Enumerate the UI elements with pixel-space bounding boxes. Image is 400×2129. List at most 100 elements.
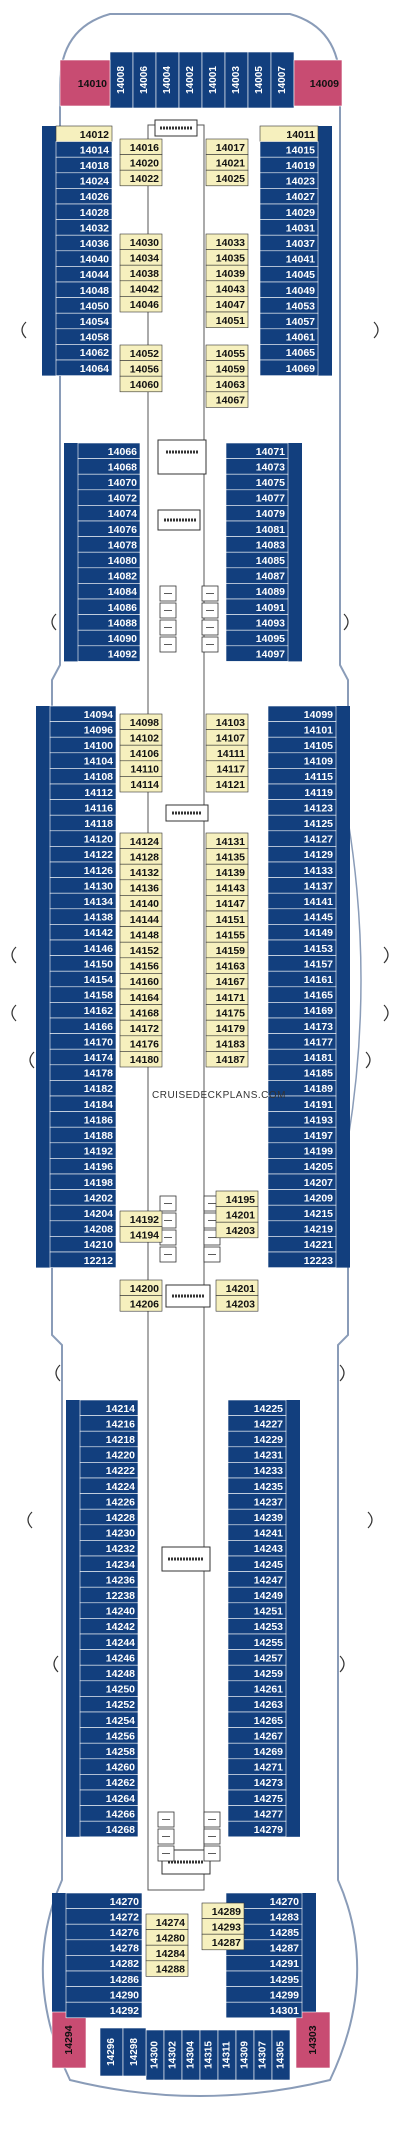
- port-cabin-14276-4-2[interactable]: 14276: [65, 1923, 143, 1941]
- stern-cabin-14315[interactable]: 14315: [199, 2029, 219, 2081]
- stbd-cabin-14065-0-14[interactable]: 14065: [259, 344, 319, 361]
- stbd-cabin-14157-2-16[interactable]: 14157: [267, 955, 337, 972]
- port-cabin-14186-2-26[interactable]: 14186: [49, 1111, 117, 1128]
- stbd-inside-cabin-14175-4-11[interactable]: 14175: [205, 1004, 249, 1021]
- port-cabin-14252-3-19[interactable]: 14252: [79, 1696, 139, 1713]
- port-inside-cabin-14098-3-0[interactable]: 14098: [119, 713, 163, 730]
- port-cabin-14162-2-19[interactable]: 14162: [49, 1002, 117, 1019]
- port-cabin-14094-2-0[interactable]: 14094: [49, 705, 117, 722]
- port-cabin-14192-2-28[interactable]: 14192: [49, 1142, 117, 1159]
- stbd-inside-cabin-14111-3-2[interactable]: 14111: [205, 744, 249, 762]
- port-cabin-14178-2-23[interactable]: 14178: [49, 1064, 117, 1081]
- stbd-cabin-14185-2-23[interactable]: 14185: [267, 1064, 337, 1081]
- stbd-cabin-14205-2-29[interactable]: 14205: [267, 1158, 337, 1175]
- stbd-cabin-14247-3-11[interactable]: 14247: [227, 1571, 287, 1588]
- port-inside-cabin-14180-4-14[interactable]: 14180: [119, 1051, 163, 1068]
- stbd-cabin-14243-3-9[interactable]: 14243: [227, 1540, 287, 1557]
- port-inside-cabin-14052-2-0[interactable]: 14052: [119, 344, 163, 361]
- port-cabin-14184-2-25[interactable]: 14184: [49, 1095, 117, 1112]
- stbd-cabin-14265-3-20[interactable]: 14265: [227, 1711, 287, 1728]
- stbd-cabin-14123-2-6[interactable]: 14123: [267, 799, 337, 816]
- port-inside-cabin-14206-6-1[interactable]: 14206: [119, 1295, 163, 1312]
- port-cabin-14270-4-0[interactable]: 14270: [65, 1892, 143, 1909]
- port-inside-cabin-14106-3-2[interactable]: 14106: [119, 744, 163, 762]
- stbd-inside-cabin-14017-0-0[interactable]: 14017: [205, 138, 249, 155]
- port-cabin-14130-2-11[interactable]: 14130: [49, 877, 117, 894]
- port-inside-cabin-14110-3-3[interactable]: 14110: [119, 760, 163, 777]
- stbd-cabin-14077-1-3[interactable]: 14077: [225, 489, 289, 506]
- port-inside-cabin-14160-4-9[interactable]: 14160: [119, 973, 163, 990]
- stbd-cabin-14237-3-6[interactable]: 14237: [227, 1493, 287, 1510]
- stbd-inside-cabin-14055-2-0[interactable]: 14055: [205, 344, 249, 361]
- stbd-inside-cabin-14051-1-5[interactable]: 14051: [205, 311, 249, 328]
- port-cabin-14076-1-5[interactable]: 14076: [77, 520, 141, 537]
- stbd-cabin-14191-2-25[interactable]: 14191: [267, 1095, 337, 1112]
- stbd-cabin-14207-2-30[interactable]: 14207: [267, 1173, 337, 1190]
- bow-cabin-14002[interactable]: 14002: [178, 51, 203, 109]
- stbd-cabin-14267-3-21[interactable]: 14267: [227, 1727, 287, 1744]
- stbd-cabin-14045-0-9[interactable]: 14045: [259, 266, 319, 283]
- port-cabin-14126-2-10[interactable]: 14126: [49, 861, 117, 878]
- port-inside-cabin-14020-0-1[interactable]: 14020: [119, 154, 163, 171]
- port-inside-cabin-14284-7-2[interactable]: 14284: [145, 1944, 189, 1962]
- stbd-cabin-14023-0-3[interactable]: 14023: [259, 172, 319, 189]
- port-cabin-14282-4-4[interactable]: 14282: [65, 1955, 143, 1972]
- port-cabin-14268-3-27[interactable]: 14268: [79, 1820, 139, 1838]
- stbd-cabin-12223-2-35[interactable]: 12223: [267, 1251, 337, 1268]
- stbd-cabin-14145-2-13[interactable]: 14145: [267, 908, 337, 925]
- stbd-cabin-14031-0-6[interactable]: 14031: [259, 219, 319, 236]
- port-cabin-14104-2-3[interactable]: 14104: [49, 752, 117, 769]
- stbd-cabin-14270-4-0[interactable]: 14270: [225, 1892, 303, 1909]
- port-cabin-14232-3-9[interactable]: 14232: [79, 1540, 139, 1557]
- stbd-inside-cabin-14179-4-12[interactable]: 14179: [205, 1019, 249, 1037]
- port-inside-cabin-14046-1-4[interactable]: 14046: [119, 296, 163, 313]
- stbd-cabin-14299-4-6[interactable]: 14299: [225, 1986, 303, 2003]
- port-inside-cabin-14030-1-0[interactable]: 14030: [119, 233, 163, 250]
- stbd-inside-cabin-14025-0-2[interactable]: 14025: [205, 169, 249, 187]
- port-cabin-14240-3-13[interactable]: 14240: [79, 1602, 139, 1619]
- port-cabin-14112-2-5[interactable]: 14112: [49, 783, 117, 800]
- port-cabin-14198-2-30[interactable]: 14198: [49, 1173, 117, 1190]
- stbd-cabin-14189-2-24[interactable]: 14189: [267, 1080, 337, 1097]
- stbd-inside-cabin-14203-6-1[interactable]: 14203: [215, 1295, 259, 1312]
- stbd-inside-cabin-14155-4-6[interactable]: 14155: [205, 926, 249, 943]
- stbd-cabin-14261-3-18[interactable]: 14261: [227, 1680, 287, 1697]
- port-cabin-14290-4-6[interactable]: 14290: [65, 1986, 143, 2003]
- stbd-inside-cabin-14163-4-8[interactable]: 14163: [205, 957, 249, 974]
- port-cabin-14196-2-29[interactable]: 14196: [49, 1158, 117, 1175]
- port-cabin-14122-2-9[interactable]: 14122: [49, 846, 117, 863]
- stern-suite-14294[interactable]: 14294: [51, 2011, 87, 2069]
- stbd-cabin-14241-3-8[interactable]: 14241: [227, 1524, 287, 1541]
- port-cabin-14062-0-14[interactable]: 14062: [55, 344, 113, 361]
- stbd-cabin-14275-3-25[interactable]: 14275: [227, 1789, 287, 1806]
- port-cabin-14024-0-3[interactable]: 14024: [55, 172, 113, 189]
- stbd-inside-cabin-14183-4-13[interactable]: 14183: [205, 1035, 249, 1052]
- stbd-cabin-14095-1-12[interactable]: 14095: [225, 629, 289, 647]
- stbd-cabin-14279-3-27[interactable]: 14279: [227, 1820, 287, 1838]
- bow-cabin-14001[interactable]: 14001: [201, 51, 226, 109]
- port-inside-cabin-14128-4-1[interactable]: 14128: [119, 848, 163, 865]
- port-cabin-14214-3-0[interactable]: 14214: [79, 1399, 139, 1416]
- stbd-inside-cabin-14047-1-4[interactable]: 14047: [205, 296, 249, 313]
- stbd-cabin-14083-1-6[interactable]: 14083: [225, 536, 289, 553]
- stbd-cabin-14073-1-1[interactable]: 14073: [225, 458, 289, 475]
- stbd-cabin-14235-3-5[interactable]: 14235: [227, 1477, 287, 1494]
- port-cabin-14182-2-24[interactable]: 14182: [49, 1080, 117, 1097]
- port-cabin-14286-4-5[interactable]: 14286: [65, 1970, 143, 1987]
- stbd-inside-cabin-14151-4-5[interactable]: 14151: [205, 910, 249, 927]
- bow-cabin-14006[interactable]: 14006: [132, 51, 157, 109]
- port-cabin-14092-1-13[interactable]: 14092: [77, 645, 141, 662]
- stbd-cabin-14125-2-7[interactable]: 14125: [267, 814, 337, 832]
- stbd-cabin-14225-3-0[interactable]: 14225: [227, 1399, 287, 1416]
- port-inside-cabin-14102-3-1[interactable]: 14102: [119, 729, 163, 746]
- port-cabin-12212-2-35[interactable]: 12212: [49, 1251, 117, 1268]
- stbd-cabin-14245-3-10[interactable]: 14245: [227, 1555, 287, 1572]
- stbd-cabin-14087-1-8[interactable]: 14087: [225, 567, 289, 584]
- stbd-cabin-14053-0-11[interactable]: 14053: [259, 297, 319, 314]
- port-cabin-14266-3-26[interactable]: 14266: [79, 1805, 139, 1822]
- stbd-cabin-14257-3-16[interactable]: 14257: [227, 1649, 287, 1666]
- stbd-cabin-14091-1-10[interactable]: 14091: [225, 598, 289, 615]
- stbd-cabin-14301-4-7[interactable]: 14301: [225, 2001, 303, 2019]
- stern-cabin-14298[interactable]: 14298: [122, 2027, 147, 2077]
- port-cabin-14134-2-12[interactable]: 14134: [49, 892, 117, 910]
